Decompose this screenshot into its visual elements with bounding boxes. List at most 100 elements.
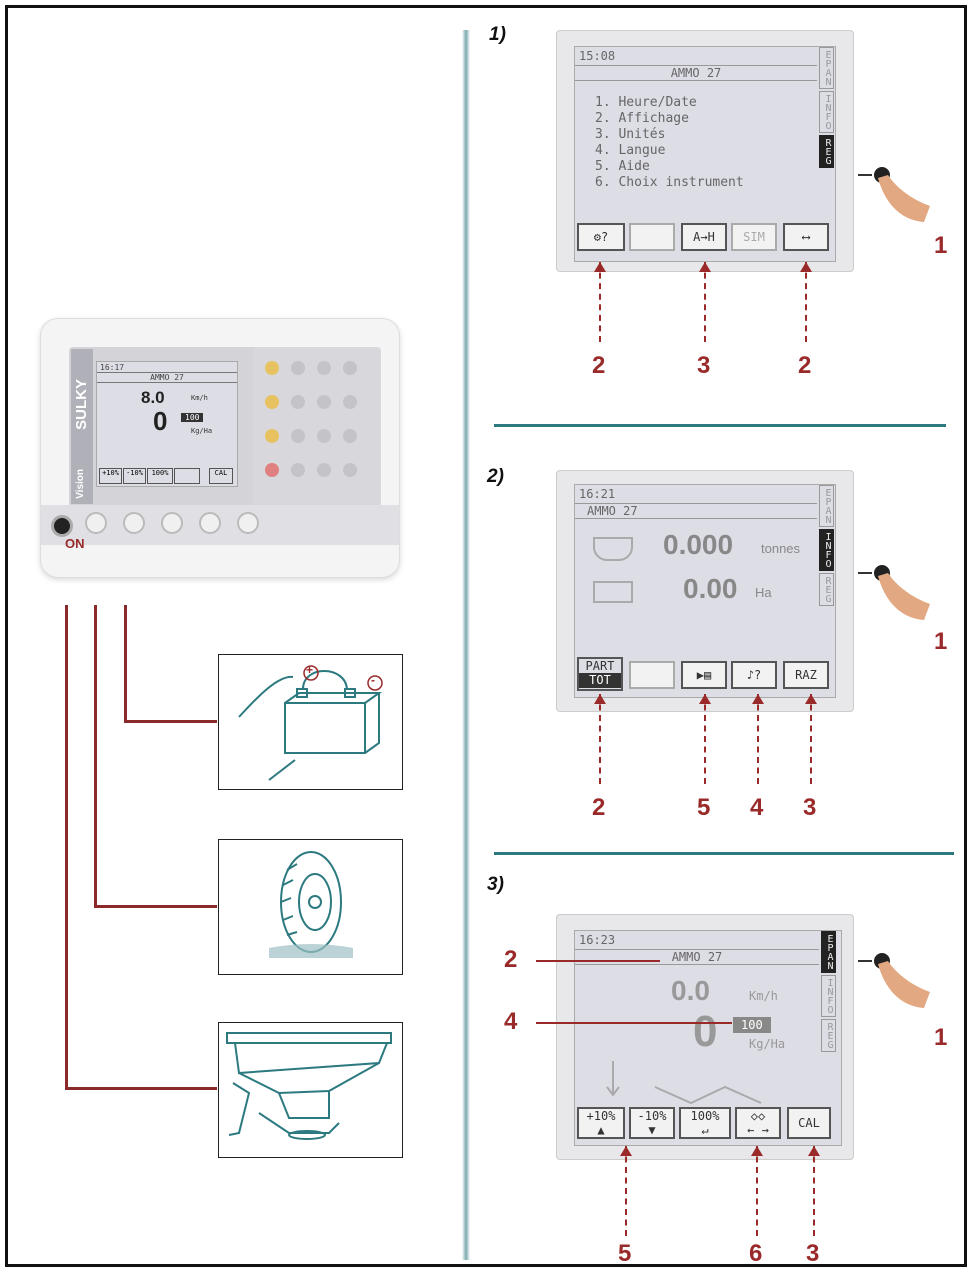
s1-menu-item[interactable]: 2. Affichage <box>595 111 689 126</box>
s2-arrow <box>810 694 812 784</box>
step-2-label: 2) <box>487 466 504 487</box>
spreader-image <box>218 1022 403 1158</box>
lcd-key-100[interactable]: 100% <box>147 468 173 484</box>
s2-arrow <box>599 694 601 784</box>
s3-rate-unit: Kg/Ha <box>749 1037 786 1051</box>
s3-width-button[interactable]: ◇◇← → <box>735 1107 781 1139</box>
s3-speed: 0.0 <box>671 975 710 1006</box>
s3-cal-button[interactable]: CAL <box>787 1107 831 1139</box>
s1-menu-item[interactable]: 3. Unités <box>595 127 666 142</box>
s2-unit1: tonnes <box>761 541 801 556</box>
s2-value2: 0.00 <box>683 573 738 604</box>
s1-product: AMMO 27 <box>575 65 817 81</box>
keypad-key[interactable] <box>265 429 279 443</box>
tab-reg[interactable]: REG <box>819 135 834 168</box>
s2-callout: 2 <box>592 794 606 821</box>
width-arrows-icon: ⟷ <box>802 230 810 244</box>
lcd-key-cal[interactable]: CAL <box>209 468 233 484</box>
keypad-key[interactable] <box>265 463 279 477</box>
tab-info[interactable]: INFO <box>819 91 834 133</box>
s1-arrow-tip <box>594 262 606 272</box>
s1-callout: 2 <box>592 352 606 379</box>
lcd-speed-unit: Km/h <box>191 394 208 402</box>
s1-sim-button[interactable]: SIM <box>731 223 777 251</box>
bell-icon: ♪ <box>746 668 754 682</box>
s1-menu-item[interactable]: 4. Langue <box>595 143 666 158</box>
keypad-key[interactable] <box>291 361 305 375</box>
s3-side-callout-4: 4 <box>504 1008 518 1035</box>
s1-ah-button[interactable]: A→H <box>681 223 727 251</box>
lcd-key-plus10[interactable]: +10% <box>99 468 122 484</box>
keypad-key[interactable] <box>317 429 331 443</box>
round-key[interactable] <box>199 512 221 534</box>
s1-width-button[interactable]: ⟷ <box>783 223 829 251</box>
screen-2-lcd: 16:21 AMMO 27 0.000 tonnes 0.00 Ha EPAN … <box>574 484 836 698</box>
return-arrow-icon: ↵ <box>701 1123 709 1137</box>
s2-parttot-button[interactable]: PART TOT <box>577 657 623 691</box>
keypad-key[interactable] <box>265 361 279 375</box>
s2-raz-button[interactable]: RAZ <box>783 661 829 689</box>
tab-epan[interactable]: EPAN <box>819 47 834 89</box>
s1-arrow <box>805 262 807 342</box>
lcd-key-width[interactable] <box>174 468 200 484</box>
s1-empty-button[interactable] <box>629 223 675 251</box>
s3-product: AMMO 27 <box>575 949 819 965</box>
lcd-time: 16:17 <box>100 363 125 372</box>
keypad-key[interactable] <box>291 463 305 477</box>
spread-pattern-icon <box>606 1061 762 1105</box>
keypad-key[interactable] <box>343 463 357 477</box>
keypad-key[interactable] <box>265 395 279 409</box>
s3-plus10-button[interactable]: +10%▲ <box>577 1107 625 1139</box>
s2-next-page-button[interactable]: ▶▤ <box>681 661 727 689</box>
keypad-key[interactable] <box>291 395 305 409</box>
s2-time: 16:21 <box>579 487 616 501</box>
s1-arrow <box>704 262 706 342</box>
lcd-key-minus10[interactable]: -10% <box>123 468 146 484</box>
tab-info[interactable]: INFO <box>821 975 836 1017</box>
battery-image: + - <box>218 654 403 790</box>
keypad-key[interactable] <box>317 395 331 409</box>
vertical-divider <box>462 30 470 1260</box>
s2-unit2: Ha <box>755 585 772 600</box>
tab-epan[interactable]: EPAN <box>821 931 836 973</box>
lcd-speed: 8.0 <box>141 388 165 407</box>
tab-info[interactable]: INFO <box>819 529 834 571</box>
s3-arrow-tip <box>620 1146 632 1156</box>
s1-side-callout: 1 <box>934 232 948 259</box>
section-divider-2 <box>494 852 954 855</box>
tab-reg[interactable]: REG <box>819 573 834 606</box>
s2-alarm-help-button[interactable]: ♪? <box>731 661 777 689</box>
round-key[interactable] <box>85 512 107 534</box>
s1-menu-item[interactable]: 1. Heure/Date <box>595 95 697 110</box>
keypad-key[interactable] <box>343 395 357 409</box>
wire-spreader-h <box>65 1087 217 1090</box>
s2-empty-button[interactable] <box>629 661 675 689</box>
s2-arrow-tip <box>699 694 711 704</box>
power-button[interactable] <box>51 515 73 537</box>
s3-minus10-button[interactable]: -10%▼ <box>629 1107 675 1139</box>
s2-callout: 3 <box>803 794 817 821</box>
keypad-key[interactable] <box>343 361 357 375</box>
round-key[interactable] <box>237 512 259 534</box>
s1-menu-item[interactable]: 5. Aide <box>595 159 650 174</box>
s1-help-button[interactable]: ⚙? <box>577 223 625 251</box>
s3-callout: 6 <box>749 1240 763 1267</box>
field-area-icon <box>593 581 633 603</box>
wire-battery <box>124 605 127 723</box>
step-3-label: 3) <box>487 874 504 895</box>
tab-epan[interactable]: EPAN <box>819 485 834 527</box>
battery-icon <box>238 665 383 781</box>
lcd-product: AMMO 27 <box>97 372 237 383</box>
keypad-key[interactable] <box>317 463 331 477</box>
triangle-up-icon: ▲ <box>597 1123 605 1137</box>
lcd-rate-unit: Kg/Ha <box>191 427 213 435</box>
round-key[interactable] <box>123 512 145 534</box>
keypad-key[interactable] <box>317 361 331 375</box>
tab-reg[interactable]: REG <box>821 1019 836 1052</box>
s1-menu-item[interactable]: 6. Choix instrument <box>595 175 744 190</box>
s1-arrow <box>599 262 601 342</box>
s3-100-button[interactable]: 100%↵ <box>679 1107 731 1139</box>
round-key[interactable] <box>161 512 183 534</box>
keypad-key[interactable] <box>291 429 305 443</box>
keypad-key[interactable] <box>343 429 357 443</box>
